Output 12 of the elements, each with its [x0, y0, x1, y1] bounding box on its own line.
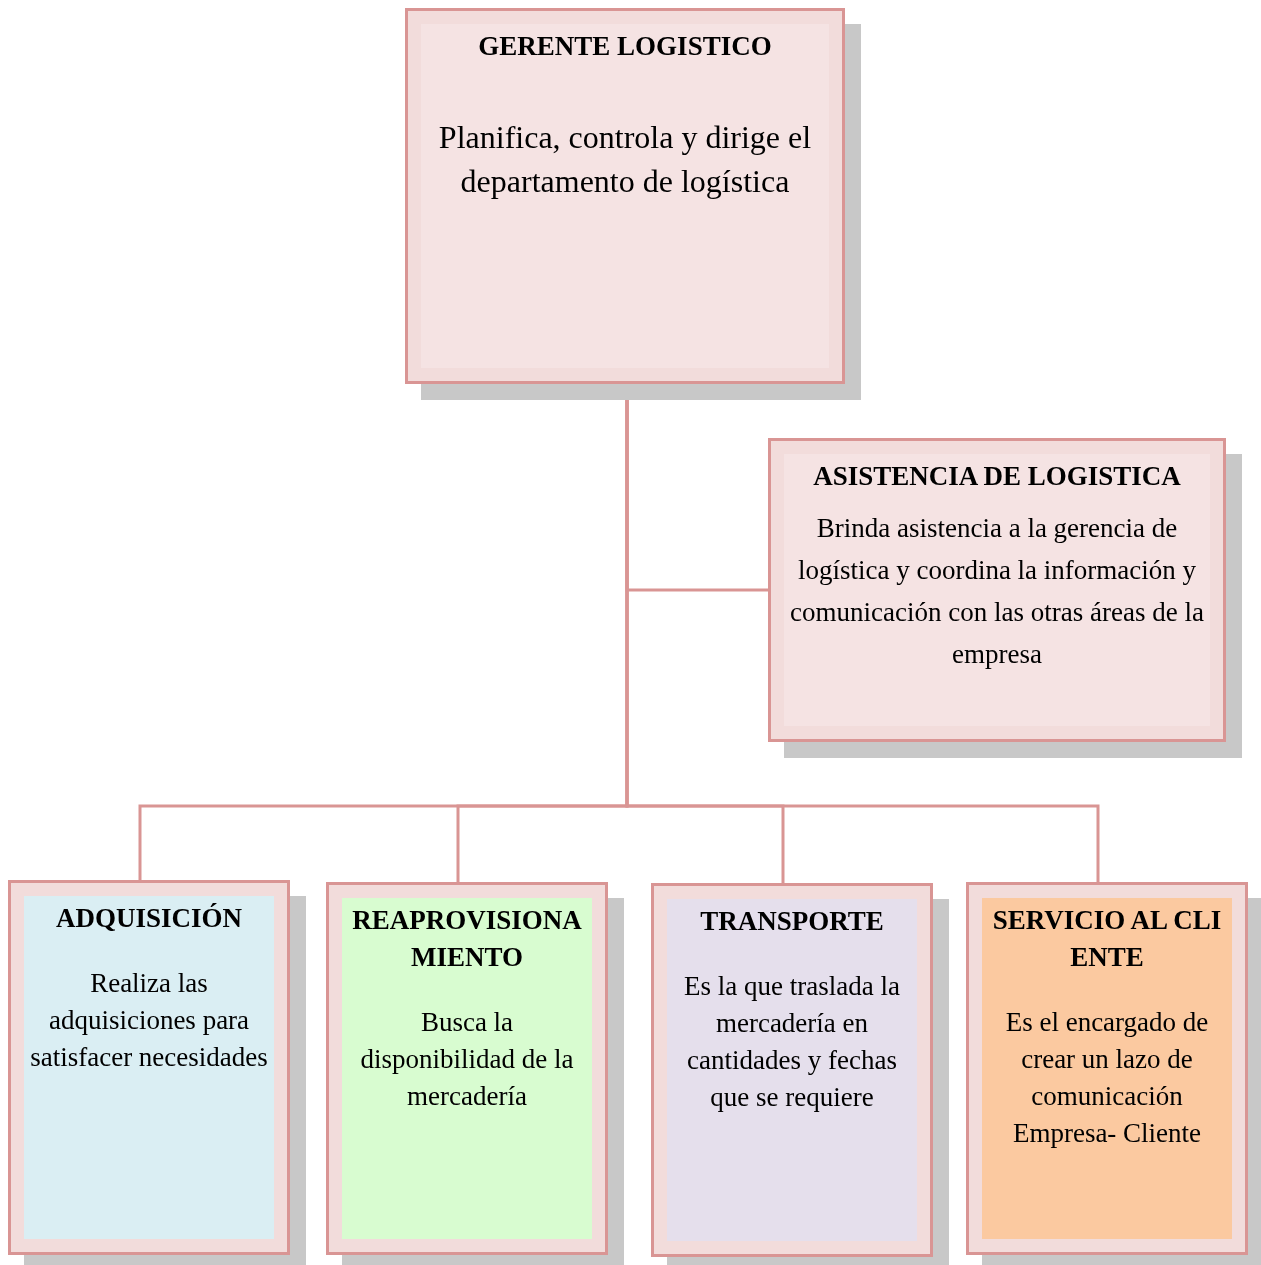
box-title: ADQUISICIÓN	[55, 902, 242, 935]
box-title: SERVICIO AL CLIENTE	[991, 904, 1223, 974]
box-description: Es el encargado de crear un lazo de comunicación Empresa- Cliente	[1004, 1006, 1210, 1150]
box-description: Busca la disponibilidad de la mercadería	[359, 1006, 575, 1113]
box-title: GERENTE LOGISTICO	[478, 30, 772, 63]
box-description: Realiza las adquisiciones para satisfacer necesidades	[29, 967, 269, 1074]
box-description: Es la que traslada la mercadería en cantidades y fechas que se requiere	[683, 970, 901, 1114]
box-description: Brinda asistencia a la gerencia de logística y coordina la información y comunicación con las otras áreas de la empresa	[789, 512, 1205, 671]
box-title: REAPROVISIONAMIENTO	[351, 904, 583, 974]
box-title: ASISTENCIA DE LOGISTICA	[813, 460, 1181, 493]
box-title: TRANSPORTE	[700, 905, 884, 938]
box-description: Planifica, controla y dirige el departamento de logística	[437, 118, 813, 201]
